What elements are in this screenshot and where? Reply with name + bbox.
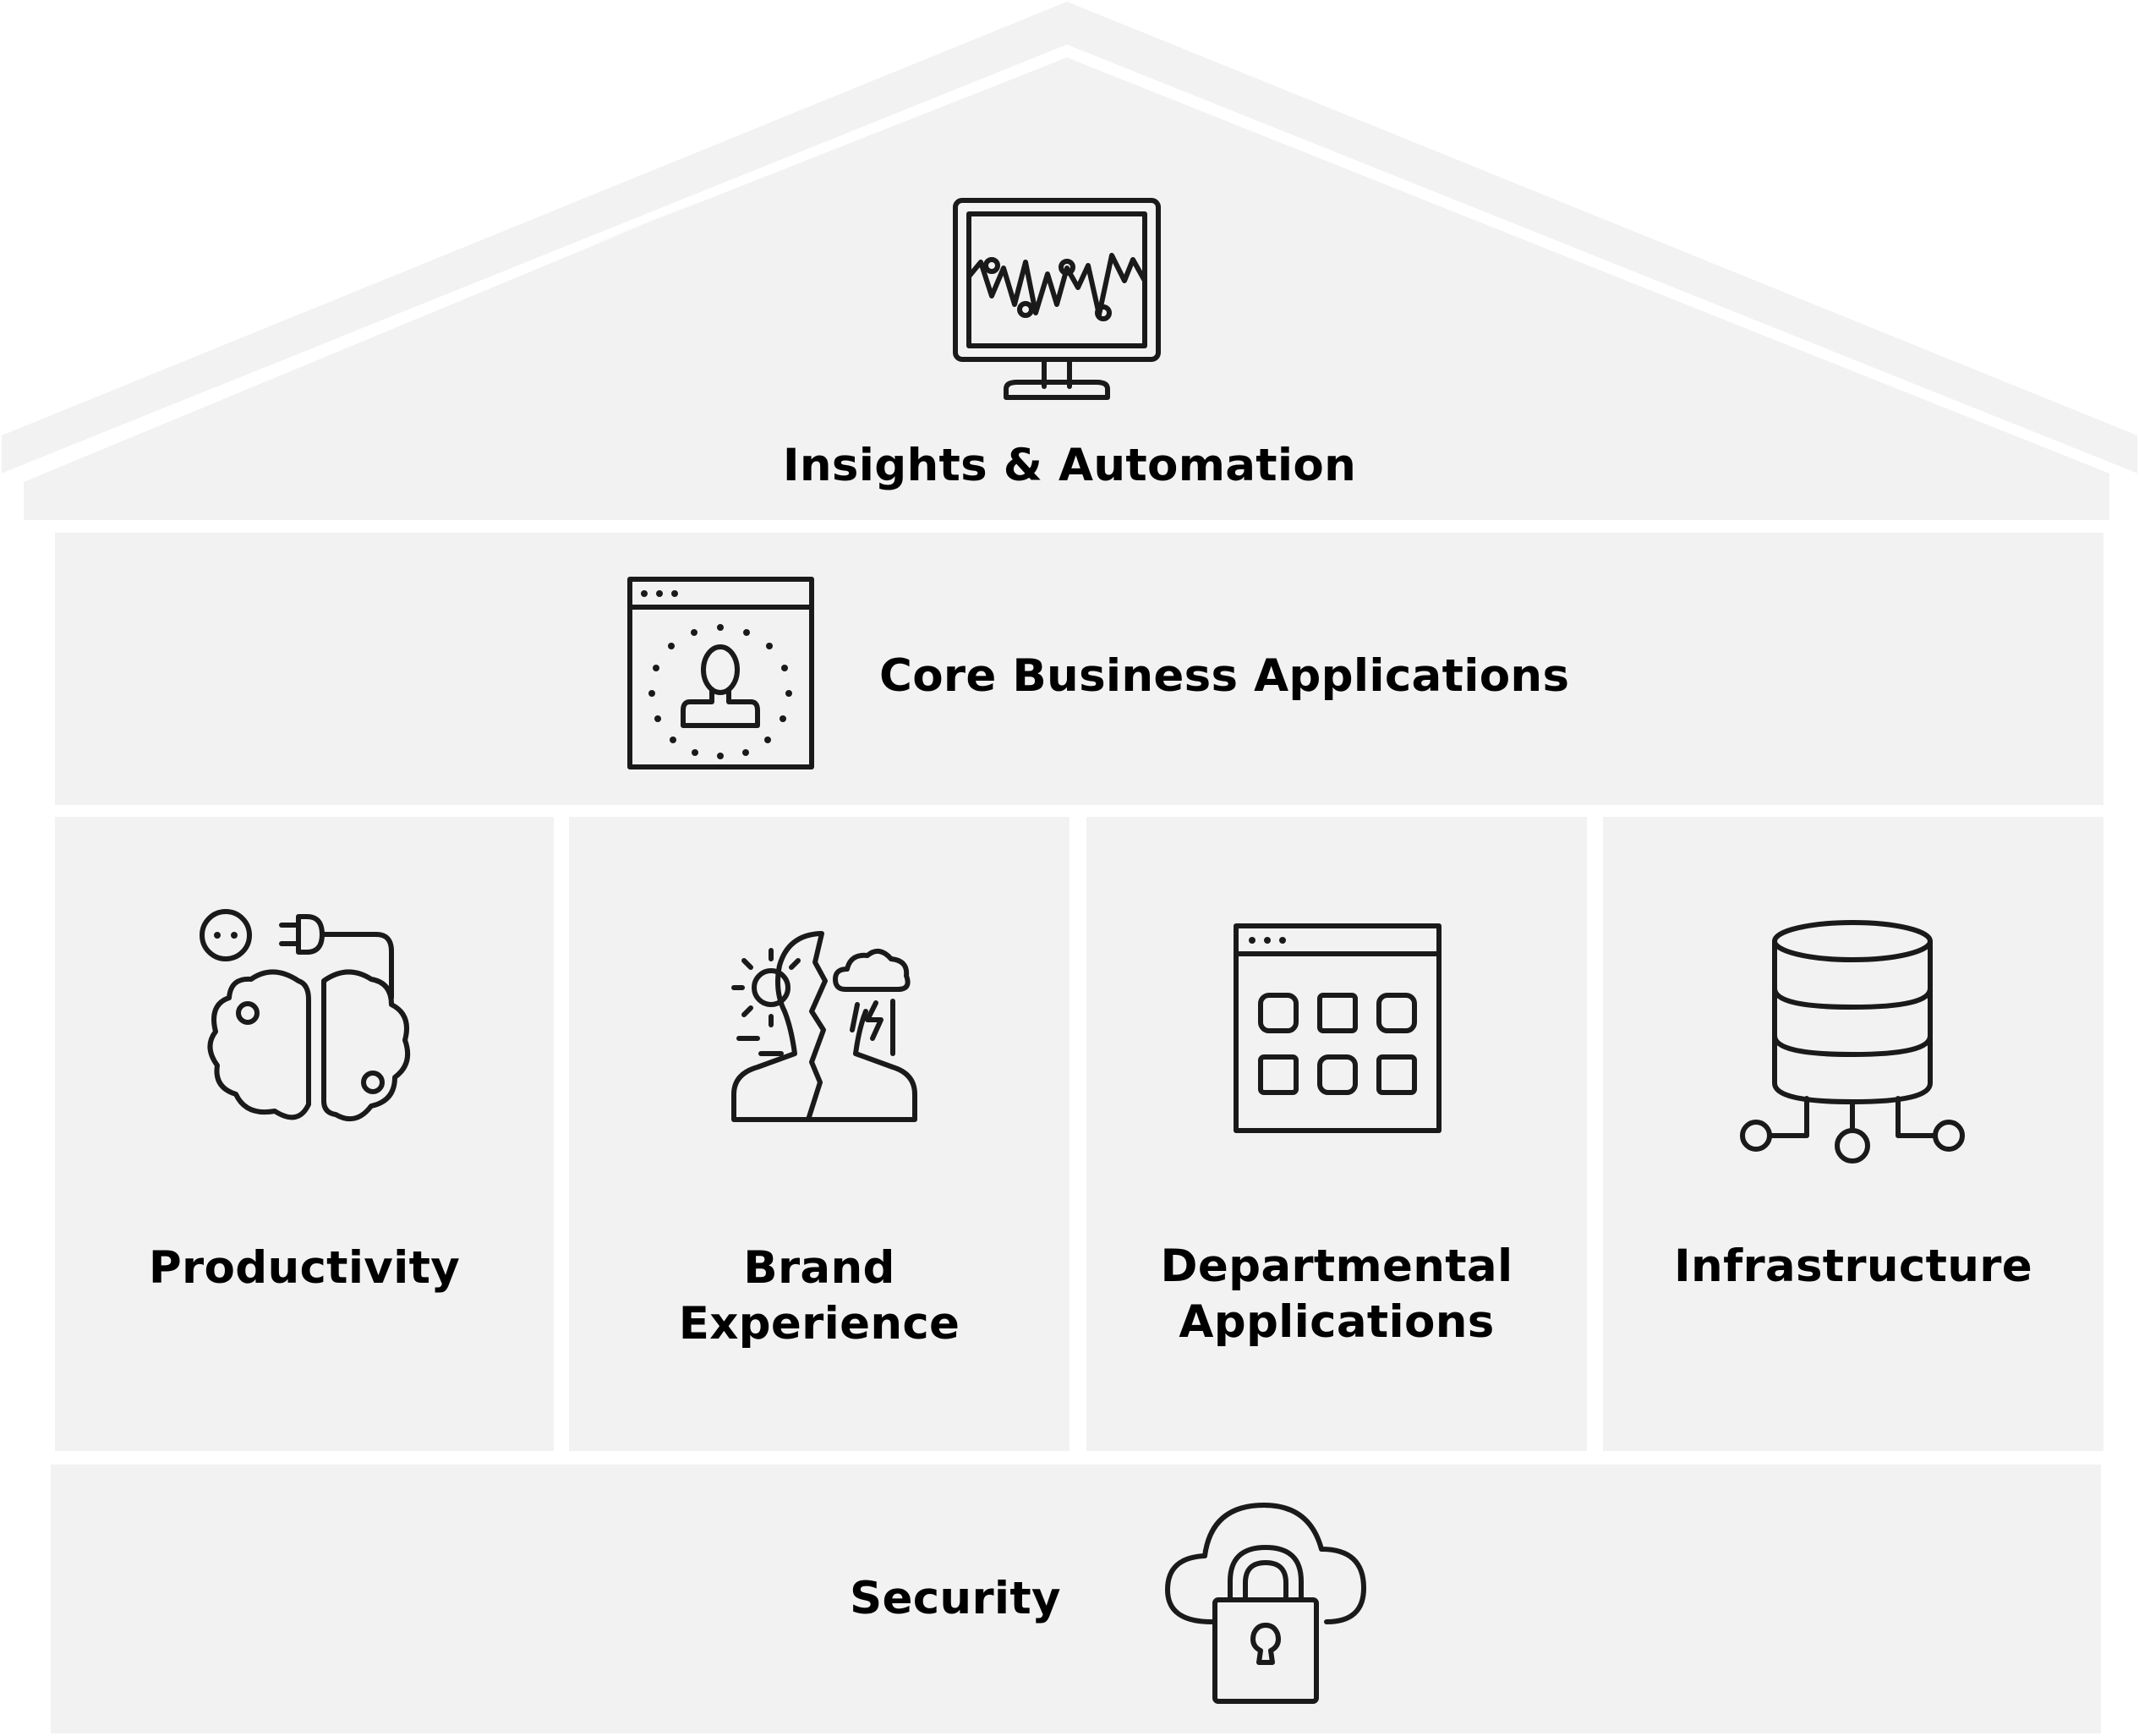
productivity-panel <box>55 817 554 1451</box>
core-business-panel <box>55 533 2103 805</box>
roof-label: Insights & Automation <box>782 440 1357 491</box>
brand-experience-panel <box>569 817 1070 1451</box>
user-profile-window-icon <box>627 577 814 769</box>
brain-plug-icon <box>200 909 410 1122</box>
database-network-icon <box>1740 920 1965 1164</box>
productivity-label: Productivity <box>148 1242 461 1294</box>
app-grid-window-icon <box>1234 923 1442 1133</box>
departmental-applications-label-line2: Applications <box>1179 1296 1495 1348</box>
departmental-applications-label-line1: Departmental <box>1160 1240 1513 1292</box>
cloud-lock-icon <box>1165 1503 1366 1704</box>
brand-experience-label-line2: Experience <box>678 1298 960 1350</box>
security-panel <box>51 1465 2101 1733</box>
monitor-chart-icon <box>953 198 1161 400</box>
split-face-weather-icon <box>731 931 917 1122</box>
infrastructure-label: Infrastructure <box>1674 1240 2032 1292</box>
departmental-applications-panel <box>1086 817 1587 1451</box>
core-business-label: Core Business Applications <box>879 650 1570 702</box>
brand-experience-label-line1: Brand <box>743 1242 895 1294</box>
security-label: Security <box>850 1573 1061 1624</box>
